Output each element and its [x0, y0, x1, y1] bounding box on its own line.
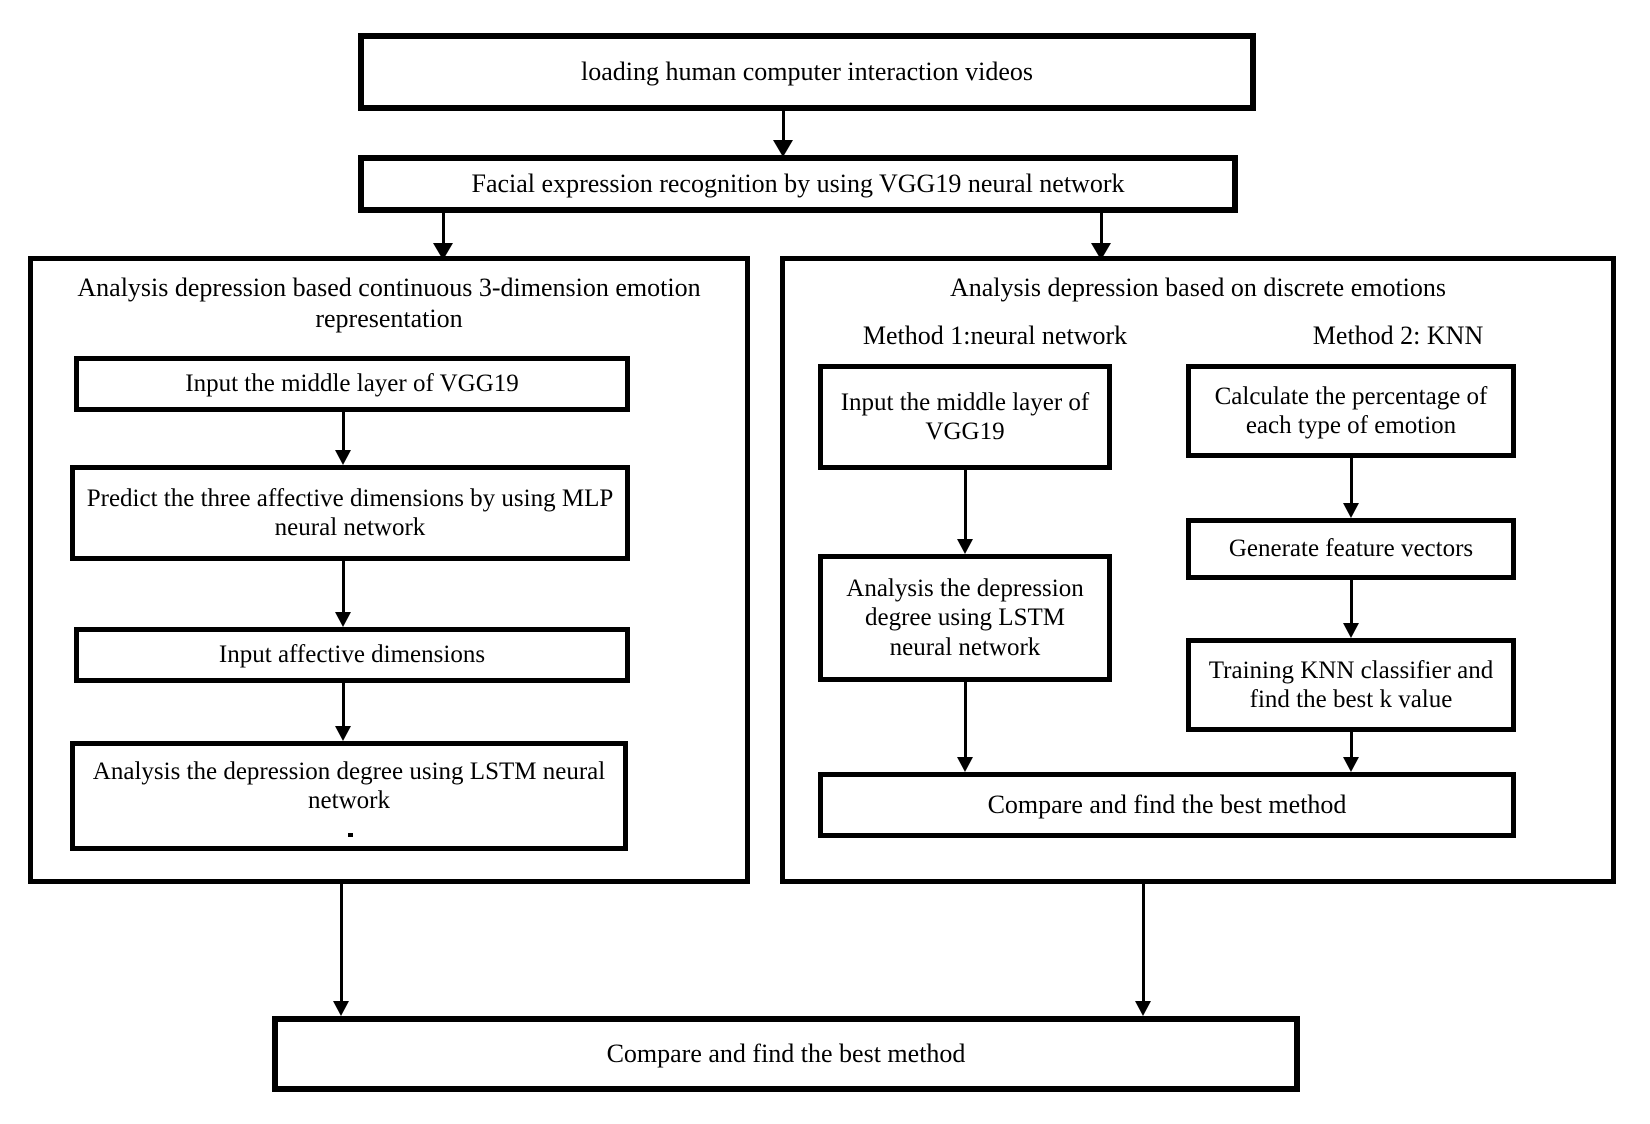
node-analysis-depression-lstm-left-label: Analysis the depression degree using LST…: [92, 757, 606, 815]
node-right-compare[interactable]: Compare and find the best method: [818, 772, 1516, 838]
node-m2-calculate-percentage[interactable]: Calculate the percentage of each type of…: [1186, 364, 1516, 458]
node-right-compare-label: Compare and find the best method: [987, 789, 1347, 819]
panel-discrete-emotions-heading: Analysis depression based on discrete em…: [949, 273, 1447, 302]
node-m1-analysis-lstm[interactable]: Analysis the depression degree using LST…: [818, 554, 1112, 682]
node-facial-expression-recognition[interactable]: Facial expression recognition by using V…: [358, 155, 1238, 213]
node-m1-analysis-lstm-label: Analysis the depression degree using LST…: [846, 574, 1084, 661]
node-final-compare-label: Compare and find the best method: [606, 1038, 966, 1068]
node-m2-calculate-percentage-label: Calculate the percentage of each type of…: [1214, 382, 1488, 440]
node-m2-train-knn-label: Training KNN classifier and find the bes…: [1208, 656, 1494, 714]
node-loading-videos-label: loading human computer interaction video…: [581, 56, 1033, 86]
panel-continuous-emotion-heading: Analysis depression based continuous 3-d…: [77, 273, 701, 334]
node-analysis-depression-lstm-left[interactable]: Analysis the depression degree using LST…: [70, 741, 628, 851]
method-2-title: Method 2: KNN: [1312, 321, 1484, 350]
node-predict-affective-dimensions[interactable]: Predict the three affective dimensions b…: [70, 465, 630, 561]
node-input-middle-layer-vgg19[interactable]: Input the middle layer of VGG19: [74, 356, 630, 412]
node-final-compare[interactable]: Compare and find the best method: [272, 1016, 1300, 1092]
node-facial-expression-recognition-label: Facial expression recognition by using V…: [471, 168, 1125, 198]
node-m2-generate-feature-vectors-label: Generate feature vectors: [1228, 535, 1474, 563]
node-m2-train-knn[interactable]: Training KNN classifier and find the bes…: [1186, 638, 1516, 732]
node-m1-input-middle-layer-label: Input the middle layer of VGG19: [840, 388, 1090, 446]
node-predict-affective-dimensions-label: Predict the three affective dimensions b…: [86, 484, 614, 542]
raster-ink-artifact: [348, 833, 353, 837]
method-1-title: Method 1:neural network: [862, 321, 1128, 350]
node-loading-videos[interactable]: loading human computer interaction video…: [358, 33, 1256, 111]
node-m2-generate-feature-vectors[interactable]: Generate feature vectors: [1186, 518, 1516, 580]
node-input-affective-dimensions-label: Input affective dimensions: [218, 641, 486, 669]
node-input-middle-layer-vgg19-label: Input the middle layer of VGG19: [185, 370, 519, 398]
node-m1-input-middle-layer[interactable]: Input the middle layer of VGG19: [818, 364, 1112, 470]
node-input-affective-dimensions[interactable]: Input affective dimensions: [74, 627, 630, 683]
